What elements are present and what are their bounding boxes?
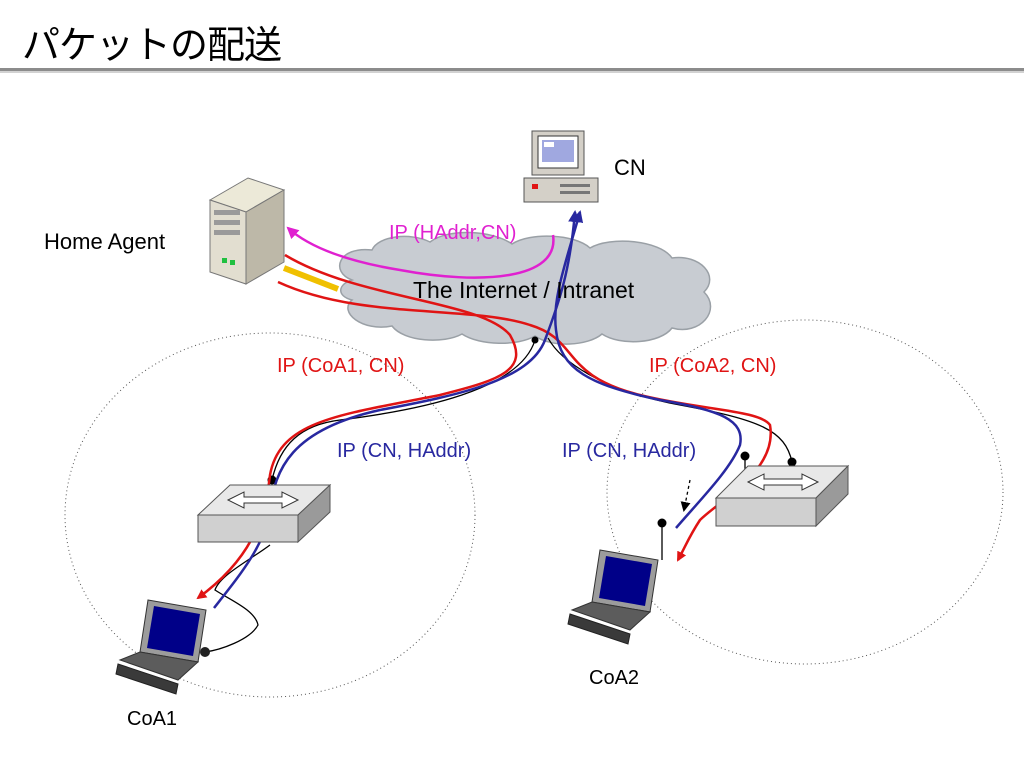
subnet-coa1-ellipse xyxy=(64,332,476,698)
laptop-coa2-icon xyxy=(567,549,659,645)
lan-node-dot xyxy=(787,457,797,467)
packet-ha-reply-label: IP (HAddr,CN) xyxy=(389,222,517,244)
packet-coa1-reply-label: IP (CN, HAddr) xyxy=(337,440,472,462)
laptop-coa1-icon xyxy=(115,599,207,695)
hub-coa1-icon xyxy=(196,483,332,544)
title-divider-shadow xyxy=(0,71,1024,73)
slide-title: パケットの配送 xyxy=(22,23,282,67)
lan-node-dot xyxy=(531,336,539,344)
lan-node-dot xyxy=(740,451,750,461)
subnet-coa2-ellipse xyxy=(606,319,1004,665)
cloud-label: The Internet / Intranet xyxy=(413,277,635,303)
home-agent-server-icon xyxy=(208,177,286,285)
title-divider xyxy=(0,68,1024,71)
lan-node-dot xyxy=(657,518,667,528)
home-agent-label: Home Agent xyxy=(44,229,166,254)
lan-node-dot xyxy=(200,647,210,657)
hub-coa2-icon xyxy=(714,464,850,528)
home-link-line xyxy=(282,265,340,292)
cn-label: CN xyxy=(614,155,646,180)
route-ha-reply xyxy=(286,226,555,279)
internet-cloud xyxy=(338,231,712,345)
coa1-label: CoA1 xyxy=(127,708,178,730)
packet-coa1-tunnel-label: IP (CoA1, CN) xyxy=(277,355,405,377)
cn-computer-icon xyxy=(523,130,599,203)
coa2-label: CoA2 xyxy=(589,667,640,689)
route-coa2-reply xyxy=(554,210,742,529)
packet-coa2-reply-label: IP (CN, HAddr) xyxy=(562,440,697,462)
packet-coa2-tunnel-label: IP (CoA2, CN) xyxy=(649,355,777,377)
